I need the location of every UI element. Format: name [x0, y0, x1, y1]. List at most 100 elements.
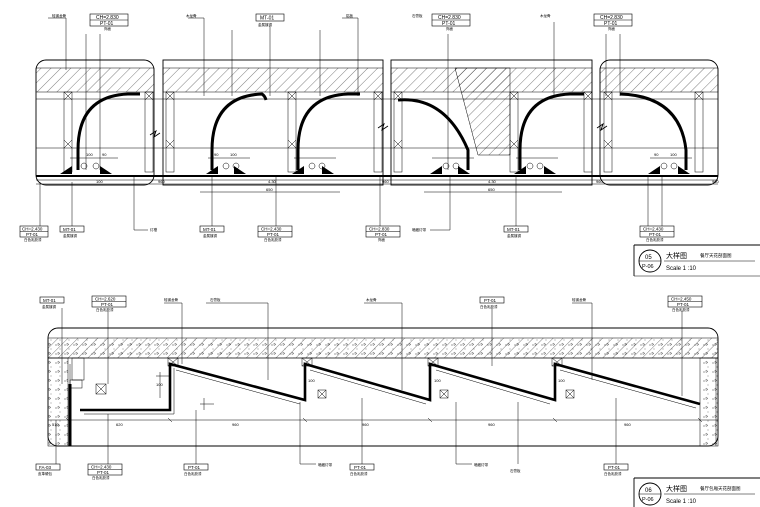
dimensions-05: 100 90 100 960 90 100 4.30 650 960 4.30 …: [36, 152, 719, 193]
note-06-bot-2: 暗藏灯带: [474, 462, 488, 467]
tag-06-top-2-code: CH=2.620: [95, 297, 116, 302]
detail-05-title: 大样图: [666, 251, 687, 260]
dim-06-c: 960: [232, 422, 239, 427]
detail-05-number: 05: [645, 255, 652, 261]
tag-05-bot-1-note: 白色乳胶漆: [24, 237, 42, 242]
detail-06-title: 大样图: [666, 484, 687, 493]
note-05-top-4: 石膏板: [412, 13, 423, 18]
tag-05-bot-1-mat: PT-01: [26, 232, 39, 237]
tag-06-bot-2-note: 白色乳胶漆: [92, 475, 110, 480]
tag-06-bot-5-note: 白色乳胶漆: [604, 471, 622, 476]
note-05-top-3: 铝板: [346, 13, 354, 18]
dim-05-a: 100: [86, 152, 93, 157]
dim-06-i: 100: [558, 378, 565, 383]
dim-06-f: 960: [624, 422, 631, 427]
note-05-bot-2: 暗藏灯带: [412, 227, 426, 232]
tag-05-top-4-code: CH=2.830: [600, 15, 623, 21]
note-05-top-5: 木龙骨: [540, 13, 551, 18]
bottom-annotations-06: FA-03 皮革硬包 CH=2.430 PT-01 白色乳胶漆 PT-01 白色…: [35, 398, 629, 480]
detail-06: 510 620 960 960 960 960 100 100 100 100 …: [35, 295, 760, 507]
tag-05-top-3-code: CH=2.830: [438, 15, 461, 21]
detail-06-number: 06: [645, 488, 652, 494]
title-block-05: 05 P-06 大样图 餐厅天花剖面图 Scale 1 :10: [633, 244, 760, 277]
tag-05-bot-7-mat: PT-01: [649, 232, 662, 237]
dim-05-d: 960: [158, 179, 165, 184]
dim-05-o: 960: [712, 179, 719, 184]
dim-05-c: 100: [96, 179, 103, 184]
tag-06-top-4-note: 白色乳胶漆: [672, 307, 690, 312]
dim-06-g: 100: [308, 378, 315, 383]
dimensions-06: 510 620 960 960 960 960 100 100 100 100: [48, 378, 718, 427]
tag-06-bot-4-code: PT-01: [354, 465, 367, 470]
tag-05-top-1-mat: PT-01: [100, 21, 114, 27]
dim-05-l: 960: [596, 179, 603, 184]
tag-05-bot-3-code: MT-01: [203, 227, 216, 232]
tag-05-bot-3-note: 金属镀铜: [203, 233, 217, 238]
dim-05-k: 650: [488, 187, 495, 192]
tag-05-bot-2-note: 金属镀铜: [63, 233, 77, 238]
bottom-annotations-05: CH=2.430 PT-01 白色乳胶漆 MT-01 金属镀铜 MT-01 金属…: [19, 176, 675, 242]
detail-06-subtitle: 餐厅包厢天花剖面图: [700, 485, 741, 492]
studs-05: [63, 91, 704, 173]
tag-05-top-2-note: 金属镀铜: [258, 22, 272, 27]
dim-06-h: 100: [434, 378, 441, 383]
tag-06-bot-1-note: 皮革硬包: [38, 471, 52, 476]
tag-05-bot-4-code: CH=2.430: [261, 227, 282, 232]
tag-05-bot-5-code: CH=2.830: [369, 227, 390, 232]
tag-06-bot-5-code: PT-01: [608, 465, 621, 470]
detail-05-subtitle: 餐厅天花剖面图: [700, 252, 732, 259]
tag-06-top-4-code: CH=2.450: [671, 297, 692, 302]
tag-05-top-3-mat: PT-01: [442, 21, 456, 27]
dim-05-h: 650: [266, 187, 273, 192]
dim-05-g: 4.30: [268, 179, 277, 184]
section-frame-06: [47, 327, 719, 447]
light-troughs-05: [60, 162, 690, 174]
dim-06-a: 510: [52, 422, 59, 427]
tag-06-top-4-mat: PT-01: [677, 302, 690, 307]
note-06-top-4: 轻钢龙骨: [572, 297, 586, 302]
tag-06-bot-1-code: FA-03: [39, 465, 52, 470]
tag-06-bot-3-note: 白色乳胶漆: [184, 471, 202, 476]
section-frame-05: [35, 59, 719, 186]
tag-06-top-1-note: 金属镀铜: [42, 304, 56, 309]
detail-05-scale: Scale 1 :10: [666, 266, 697, 272]
dim-06-e: 960: [488, 422, 495, 427]
tag-06-top-2-mat: PT-01: [101, 302, 114, 307]
arches-05: [76, 92, 688, 170]
detail-05: 100 90 100 960 90 100 4.30 650 960 4.30 …: [19, 13, 760, 277]
tag-05-top-2-code: MT-01: [260, 16, 274, 22]
dim-05-e: 90: [214, 152, 219, 157]
tag-06-top-3-note: 白色乳胶漆: [480, 304, 498, 309]
dim-05-n: 100: [670, 152, 677, 157]
tag-06-bot-4-note: 白色乳胶漆: [350, 471, 368, 476]
note-05-bot-1: 灯槽: [150, 227, 157, 232]
dim-06-b: 620: [116, 422, 123, 427]
dim-06-j: 100: [156, 382, 163, 387]
tag-05-bot-2-code: MT-01: [63, 227, 76, 232]
tag-06-top-1-code: MT-01: [43, 298, 56, 303]
note-06-bot-3: 石膏板: [510, 468, 521, 473]
note-05-top-1: 轻钢龙骨: [52, 13, 66, 18]
tag-06-bot-3-code: PT-01: [188, 465, 201, 470]
dim-05-i: 960: [382, 179, 389, 184]
tag-05-bot-7-note: 白色乳胶漆: [646, 237, 664, 242]
tag-06-bot-2-mat: PT-01: [97, 470, 110, 475]
tag-05-bot-4-mat: PT-01: [267, 232, 280, 237]
title-block-06: 06 P-06 大样图 餐厅包厢天花剖面图 Scale 1 :10: [633, 477, 760, 507]
note-06-top-3: 木龙骨: [366, 297, 377, 302]
tag-05-bot-7-code: CH=2.430: [643, 227, 664, 232]
note-05-top-2: 木龙骨: [186, 13, 197, 18]
tag-05-top-1-note: 饰面: [104, 26, 111, 31]
note-06-top-1: 轻钢龙骨: [164, 297, 178, 302]
top-annotations-05: CH=2.830 PT-01 饰面 MT-01 金属镀铜 CH=2.830 PT…: [48, 13, 633, 170]
tag-05-bot-4-note: 白色乳胶漆: [264, 237, 282, 242]
tag-05-top-3-note: 饰面: [446, 26, 454, 31]
detail-05-sheet: P-06: [642, 264, 654, 270]
detail-06-scale: Scale 1 :10: [666, 499, 697, 505]
dim-05-m: 90: [654, 152, 659, 157]
note-06-top-2: 石膏板: [210, 297, 221, 302]
tag-06-top-2-note: 白色乳胶漆: [96, 307, 114, 312]
tag-05-top-4-note: 饰面: [608, 26, 616, 31]
detail-06-sheet: P-06: [642, 497, 654, 503]
